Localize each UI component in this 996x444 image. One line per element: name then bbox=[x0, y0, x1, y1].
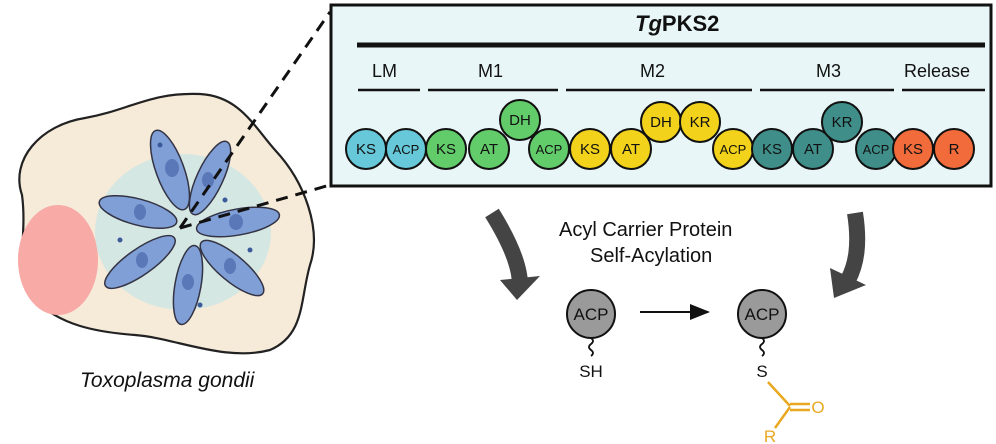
domain-circle bbox=[679, 101, 721, 143]
parasite bbox=[98, 194, 178, 230]
domain-r-16: R bbox=[933, 128, 975, 170]
product-sulfur-label: S bbox=[756, 362, 767, 381]
reactant-linker bbox=[588, 337, 594, 357]
curved-arrow-left bbox=[485, 208, 540, 300]
acyl-bond-c-r bbox=[773, 406, 792, 429]
zoom-line-top bbox=[178, 11, 332, 229]
module-label-m3: M3 bbox=[816, 61, 842, 81]
product-linker bbox=[759, 337, 765, 357]
domain-dh-4: DH bbox=[499, 99, 541, 141]
domain-label: KS bbox=[436, 141, 456, 158]
parasite bbox=[104, 234, 176, 290]
domain-acp-5: ACP bbox=[528, 128, 570, 170]
reaction-title-line1: Acyl Carrier Protein bbox=[559, 219, 733, 241]
product: ACP S O R bbox=[737, 289, 825, 444]
domain-ks-6: KS bbox=[569, 128, 611, 170]
domain-label: AT bbox=[622, 141, 640, 158]
domain-label: ACP bbox=[393, 142, 420, 157]
curved-arrow-right bbox=[830, 211, 866, 298]
domain-dh-8: DH bbox=[640, 101, 682, 143]
domain-label: ACP bbox=[536, 142, 563, 157]
domain-circle bbox=[610, 128, 652, 170]
parasite bbox=[199, 239, 265, 297]
parasite-rosette bbox=[98, 129, 281, 326]
product-acp-label: ACP bbox=[745, 305, 780, 324]
parasite bbox=[149, 129, 191, 211]
domain-label: DH bbox=[509, 112, 531, 129]
parasite bbox=[172, 244, 204, 326]
domain-label: DH bbox=[650, 114, 672, 131]
pks2-title-rest: PKS2 bbox=[661, 11, 720, 36]
pks2-title: TgPKS2 bbox=[635, 11, 719, 37]
reactant: ACP SH bbox=[566, 289, 616, 381]
host-nucleus bbox=[18, 205, 98, 315]
domain-kr-13: KR bbox=[821, 101, 863, 143]
domain-label: KS bbox=[580, 141, 600, 158]
module-label-m2: M2 bbox=[640, 61, 666, 81]
domain-ks-11: KS bbox=[751, 128, 793, 170]
domain-acp-14: ACP bbox=[855, 128, 897, 170]
acyl-r-group-label: R bbox=[764, 427, 776, 444]
domain-label: KR bbox=[690, 114, 711, 131]
domain-circle bbox=[821, 101, 863, 143]
domain-label: KR bbox=[832, 114, 853, 131]
domain-label: AT bbox=[480, 141, 498, 158]
domain-at-3: AT bbox=[468, 128, 510, 170]
domain-ks-15: KS bbox=[892, 128, 934, 170]
organism-name: Toxoplasma gondii bbox=[80, 369, 255, 392]
domain-kr-9: KR bbox=[679, 101, 721, 143]
domain-circle bbox=[499, 99, 541, 141]
domain-chain: KS ACP KS AT DH ACP KS AT DH KR ACP KS AT KR ACP KS R bbox=[345, 99, 975, 170]
acyl-oxygen-label: O bbox=[811, 398, 824, 417]
parasite bbox=[195, 206, 281, 238]
domain-ks-2: KS bbox=[425, 128, 467, 170]
module-label-lm: LM bbox=[372, 61, 398, 81]
domain-circle bbox=[468, 128, 510, 170]
reactant-acp-label: ACP bbox=[574, 305, 609, 324]
domain-at-7: AT bbox=[610, 128, 652, 170]
pks2-title-italic: Tg bbox=[635, 11, 662, 36]
domain-acp-1: ACP bbox=[385, 128, 427, 170]
zoom-callout bbox=[178, 11, 332, 230]
domain-circle bbox=[792, 128, 834, 170]
zoom-line-bottom bbox=[179, 183, 331, 230]
domain-label: ACP bbox=[720, 142, 747, 157]
domain-at-12: AT bbox=[792, 128, 834, 170]
domain-label: ACP bbox=[863, 142, 890, 157]
domain-label: KS bbox=[903, 141, 923, 158]
domain-circle bbox=[933, 128, 975, 170]
domain-label: R bbox=[949, 141, 960, 158]
parasite bbox=[188, 140, 232, 216]
reaction-title-line2: Self-Acylation bbox=[590, 245, 713, 267]
module-label-m1: M1 bbox=[478, 61, 504, 81]
domain-circle bbox=[425, 128, 467, 170]
acyl-bond-s-c bbox=[767, 381, 791, 407]
reactant-thiol-label: SH bbox=[579, 362, 603, 381]
domain-acp-10: ACP bbox=[712, 128, 754, 170]
domain-label: AT bbox=[804, 141, 822, 158]
module-label-release: Release bbox=[904, 61, 971, 81]
domain-label: KS bbox=[762, 141, 782, 158]
domain-ks-0: KS bbox=[345, 128, 387, 170]
domain-label: KS bbox=[356, 141, 376, 158]
